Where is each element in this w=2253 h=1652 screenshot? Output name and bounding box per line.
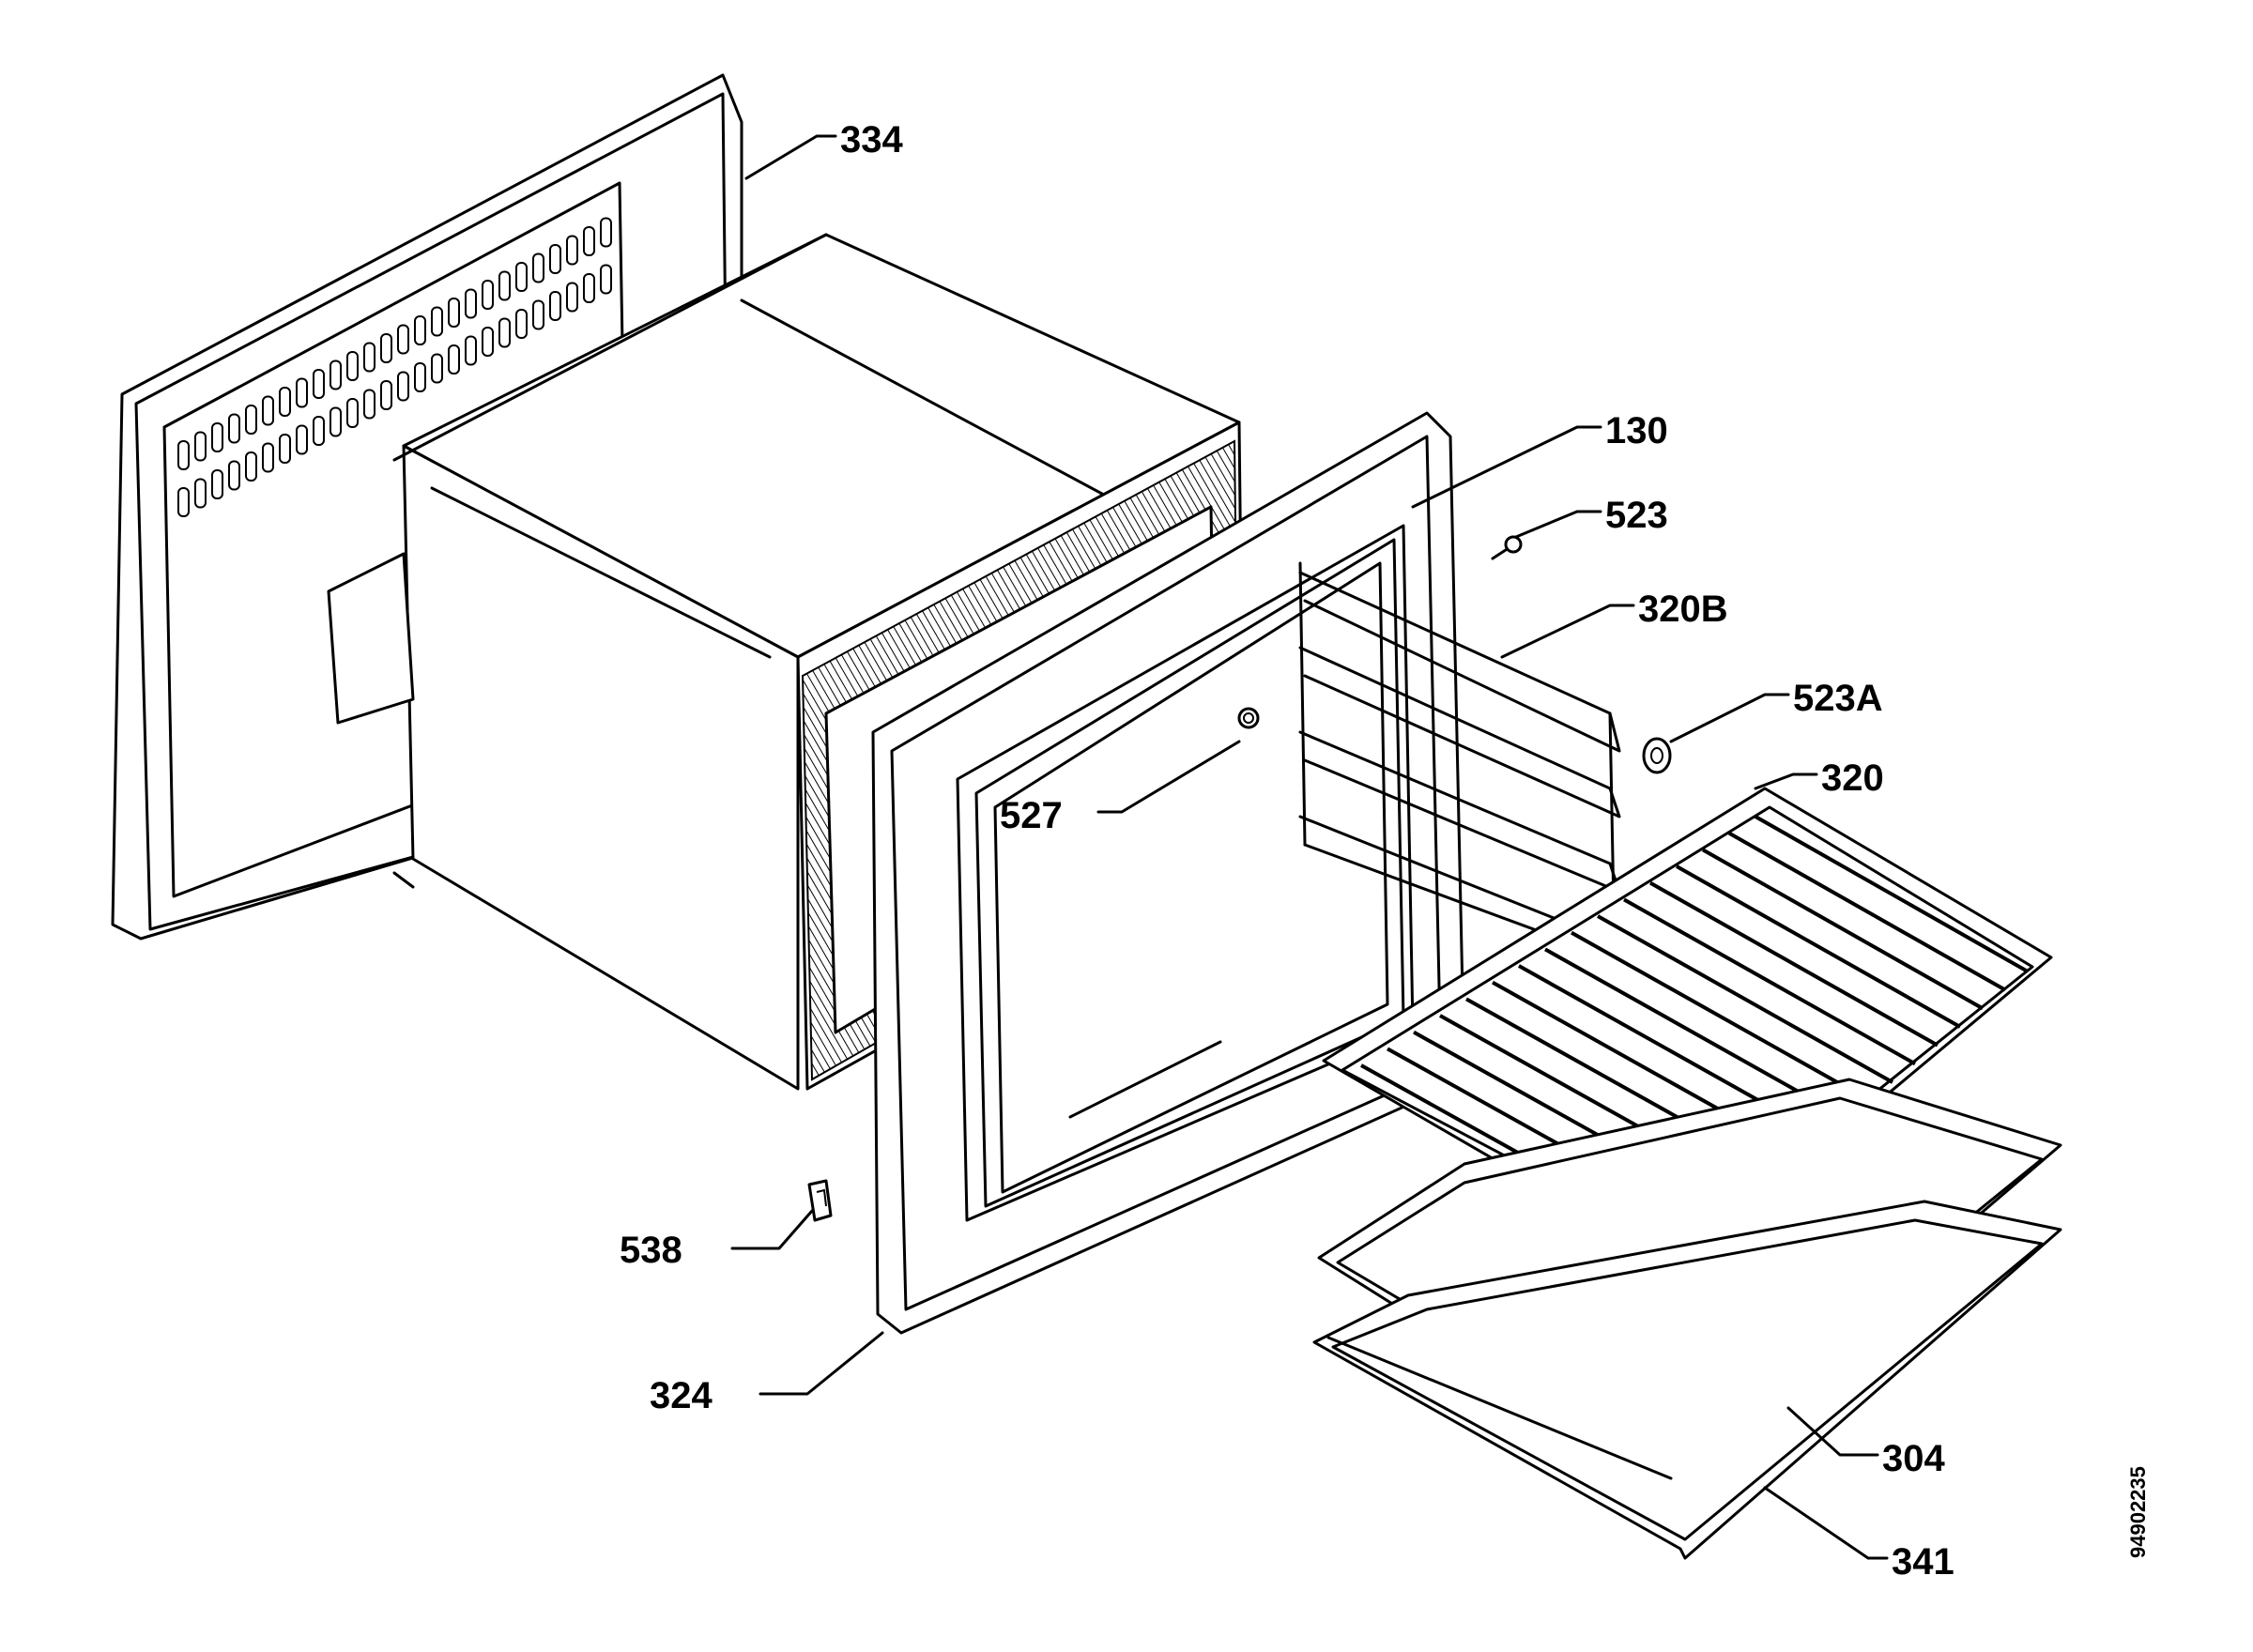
callout-324: 324: [650, 1375, 713, 1416]
vent-slot: [448, 344, 460, 375]
vent-slots: [177, 217, 612, 517]
vent-slot: [465, 335, 477, 366]
vent-slot: [600, 217, 612, 248]
vent-slot: [245, 451, 257, 482]
vent-slot: [228, 460, 240, 491]
vent-slot: [566, 235, 578, 266]
vent-slot: [515, 309, 528, 339]
vent-slot: [431, 306, 443, 337]
callout-304: 304: [1882, 1438, 1945, 1479]
vent-slot: [515, 262, 528, 292]
vent-slot: [414, 315, 426, 345]
shelf-bar: [1702, 848, 1984, 1011]
callout-527: 527: [1000, 795, 1063, 836]
vent-slot: [194, 431, 207, 462]
vent-slot: [498, 317, 511, 348]
callout-320: 320: [1821, 757, 1884, 799]
tray-341: [1312, 1200, 2062, 1560]
vent-slot: [296, 424, 308, 455]
vent-slot: [228, 413, 240, 444]
vent-slot: [262, 395, 274, 426]
vent-slot: [566, 282, 578, 313]
callout-320B: 320B: [1638, 589, 1728, 630]
vent-slot: [211, 469, 223, 499]
callout-523: 523: [1605, 495, 1668, 536]
vent-slot: [482, 280, 494, 310]
shelf-bar: [1755, 815, 2029, 973]
vent-slot: [177, 440, 190, 470]
vent-slot: [583, 273, 595, 303]
vent-slot: [363, 342, 376, 373]
callout-538: 538: [620, 1230, 682, 1271]
vent-slot: [330, 406, 342, 437]
vent-slot: [194, 478, 207, 509]
screw-523: [1491, 535, 1523, 560]
vent-slot: [279, 434, 291, 464]
vent-slot: [346, 398, 359, 428]
vent-slot: [279, 387, 291, 417]
vent-slot: [211, 422, 223, 452]
vent-slot: [245, 405, 257, 435]
vent-slot: [600, 264, 612, 295]
vent-slot: [583, 226, 595, 256]
vent-slot: [397, 371, 409, 402]
vent-slot: [532, 299, 544, 330]
shelf-bar: [1728, 831, 2006, 992]
vent-slot: [465, 288, 477, 319]
callouts: 334 130 523 320B 523A 320 527 538 324 30…: [620, 119, 2150, 1583]
document-number: 94902235: [2126, 1466, 2150, 1558]
vent-slot: [296, 377, 308, 408]
leader-lines: [730, 134, 1889, 1560]
vent-slot: [414, 362, 426, 392]
vent-slot: [330, 359, 342, 390]
shelf-bar: [1597, 914, 1893, 1084]
side-rails-320B: [1298, 561, 1621, 959]
vent-slot: [482, 327, 494, 357]
vent-slot: [431, 353, 443, 384]
shelf-bar: [1676, 864, 1961, 1029]
callout-130: 130: [1605, 410, 1668, 451]
vent-slot: [549, 291, 561, 321]
vent-slot: [498, 270, 511, 301]
clip-538: [807, 1179, 833, 1222]
vent-slot: [448, 298, 460, 328]
vent-slot: [363, 389, 376, 420]
vent-slot: [346, 351, 359, 381]
vent-slot: [380, 380, 392, 410]
callout-341: 341: [1892, 1541, 1954, 1583]
shelf-bar: [1649, 880, 1939, 1048]
vent-slot: [532, 252, 544, 283]
vent-slot: [380, 333, 392, 363]
vent-slot: [313, 416, 325, 446]
nut-523A: [1642, 737, 1672, 774]
vent-slot: [397, 324, 409, 355]
vent-slot: [262, 442, 274, 473]
vent-slot: [549, 244, 561, 274]
shelf-bar: [1623, 897, 1916, 1066]
callout-334: 334: [840, 119, 903, 161]
callout-523A: 523A: [1793, 678, 1883, 719]
vent-slot: [177, 487, 190, 517]
vent-slot: [313, 369, 325, 399]
shelf-bar: [1571, 930, 1871, 1103]
